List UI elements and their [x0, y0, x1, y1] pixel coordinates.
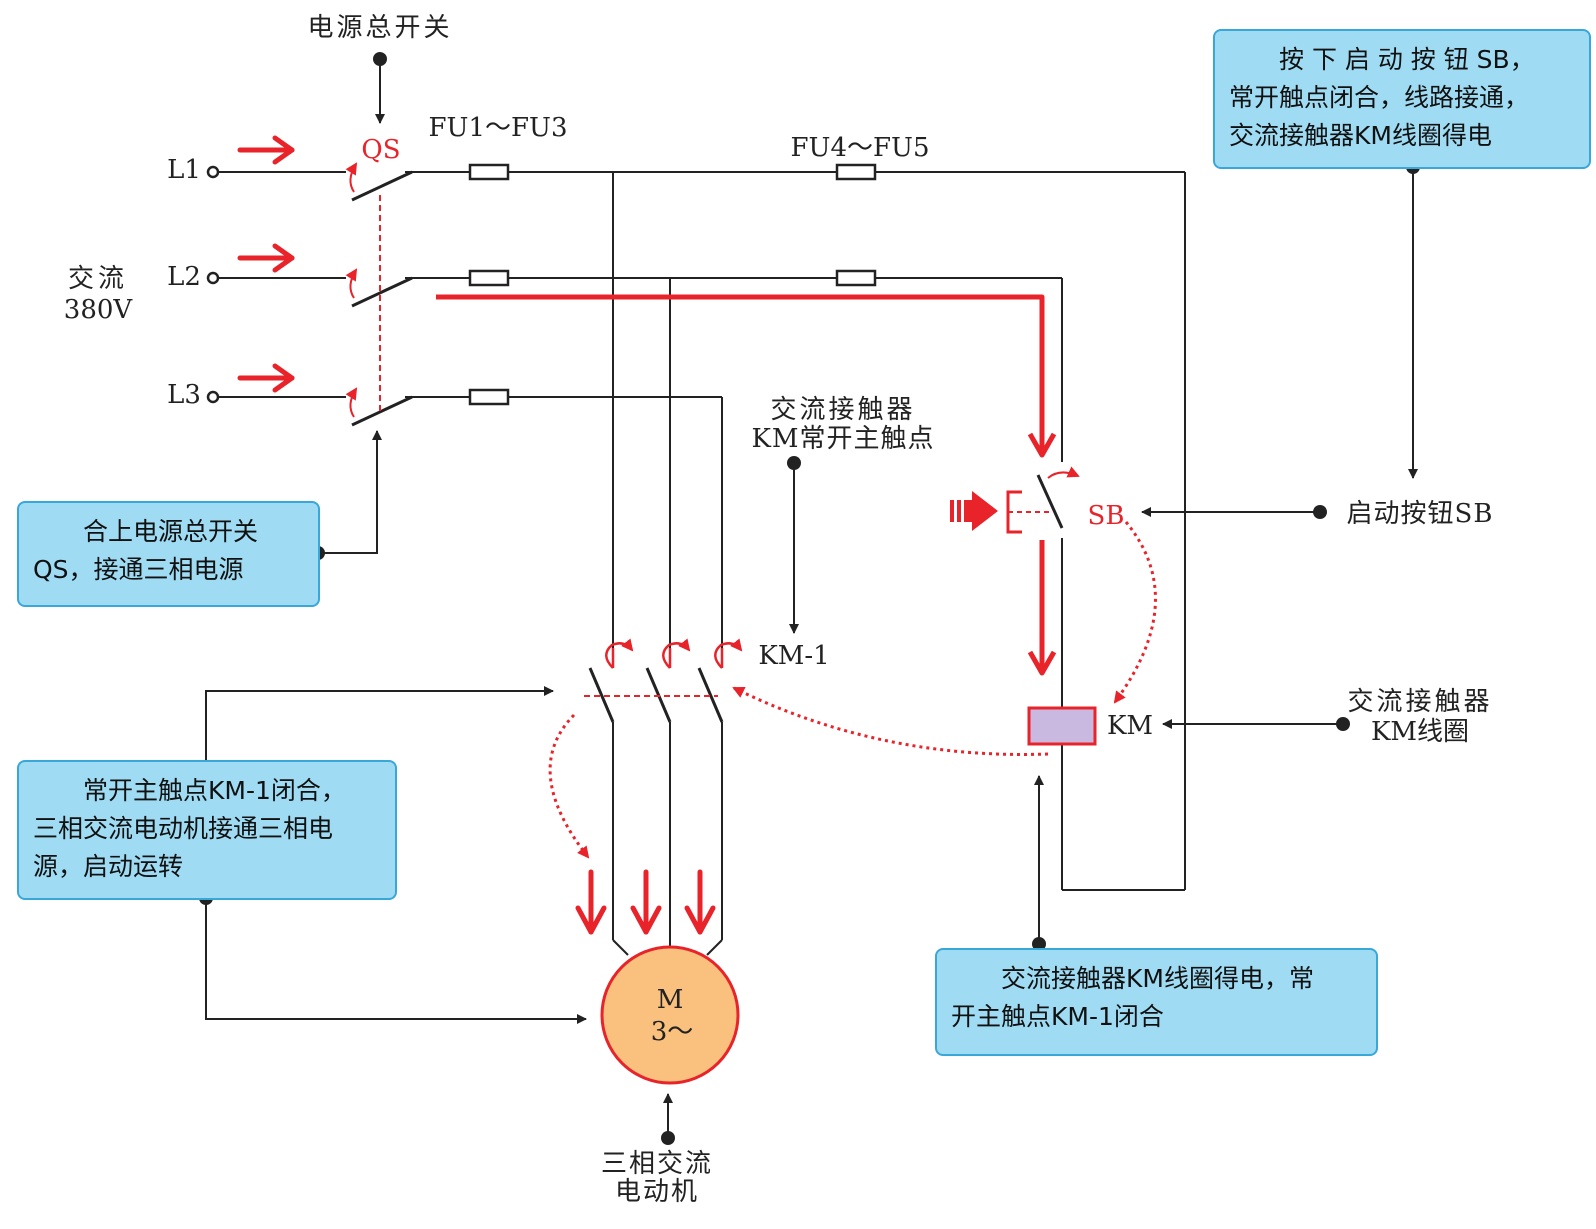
power-wires [216, 171, 1186, 956]
terminal-l3 [206, 390, 220, 404]
ac-label-line1: 交流 [68, 264, 128, 294]
qs-switch [345, 162, 413, 427]
start-button-label: 启动按钮SB [1347, 499, 1494, 529]
sb-label: SB [1088, 501, 1125, 531]
note-start-button: 按 下 启 动 按 钮 SB， 常开触点闭合，线路接通， 交流接触器KM线圈得电 [1213, 29, 1591, 169]
qs-label: QS [361, 135, 400, 165]
control-current-path [436, 294, 1057, 676]
start-button-sb [950, 466, 1080, 534]
fuse-fu3 [468, 388, 510, 406]
note-km1-closed-line1: 常开主触点KM-1闭合， [83, 776, 346, 805]
km-coil [1027, 706, 1097, 746]
note-close-qs-line1: 合上电源总开关 [83, 517, 259, 546]
l3-label: L3 [167, 380, 201, 410]
fuse-fu2 [468, 269, 510, 287]
flow-dotted-lines [548, 521, 1157, 859]
note-close-qs-line2: QS，接通三相电源 [33, 555, 244, 584]
note-start-button-line2: 常开触点闭合，线路接通， [1229, 83, 1530, 112]
motor-label-line1: 三相交流 [601, 1149, 713, 1179]
motor-m-label: M [657, 985, 684, 1015]
km1-label: KM-1 [758, 641, 829, 671]
fuse-fu4 [835, 163, 877, 181]
km1-contacts [584, 638, 743, 723]
terminals [206, 165, 220, 404]
motor-phase-label: 3～ [651, 1017, 694, 1047]
pointer-lines [205, 59, 1418, 1138]
motor-label-line2: 电动机 [615, 1177, 699, 1207]
note-coil-energized-line2: 开主触点KM-1闭合 [951, 1002, 1164, 1031]
fuse-fu1 [468, 163, 510, 181]
coil-label-line2: KM线圈 [1371, 717, 1469, 747]
km-label: KM [1107, 711, 1153, 741]
fu4-fu5-label: FU4～FU5 [791, 133, 930, 163]
note-coil-energized-line1: 交流接触器KM线圈得电，常 [1001, 964, 1314, 993]
note-km1-closed-line3: 源，启动运转 [33, 852, 184, 881]
main-switch-title: 电源总开关 [307, 13, 452, 43]
contactor-main-label-line2: KM常开主触点 [751, 424, 934, 454]
contactor-main-label-line1: 交流接触器 [770, 395, 915, 425]
note-km1-closed: 常开主触点KM-1闭合， 三相交流电动机接通三相电 源，启动运转 [17, 760, 397, 900]
coil-label-line1: 交流接触器 [1347, 687, 1492, 717]
motor-current-arrows [575, 869, 716, 935]
ac-label-line2: 380V [64, 295, 134, 325]
l1-label: L1 [167, 155, 201, 185]
note-start-button-line3: 交流接触器KM线圈得电 [1229, 121, 1492, 150]
input-arrows [237, 135, 295, 393]
fu1-fu3-label: FU1～FU3 [429, 113, 568, 143]
note-start-button-line1: 按 下 启 动 按 钮 SB， [1279, 45, 1535, 74]
note-km1-closed-line2: 三相交流电动机接通三相电 [33, 814, 334, 843]
terminal-l1 [206, 165, 220, 179]
fuses [468, 163, 877, 406]
note-coil-energized: 交流接触器KM线圈得电，常 开主触点KM-1闭合 [935, 948, 1378, 1056]
motor [600, 945, 740, 1085]
note-close-qs: 合上电源总开关 QS，接通三相电源 [17, 501, 320, 607]
l2-label: L2 [167, 262, 201, 292]
terminal-l2 [206, 271, 220, 285]
fuse-fu5 [835, 269, 877, 287]
